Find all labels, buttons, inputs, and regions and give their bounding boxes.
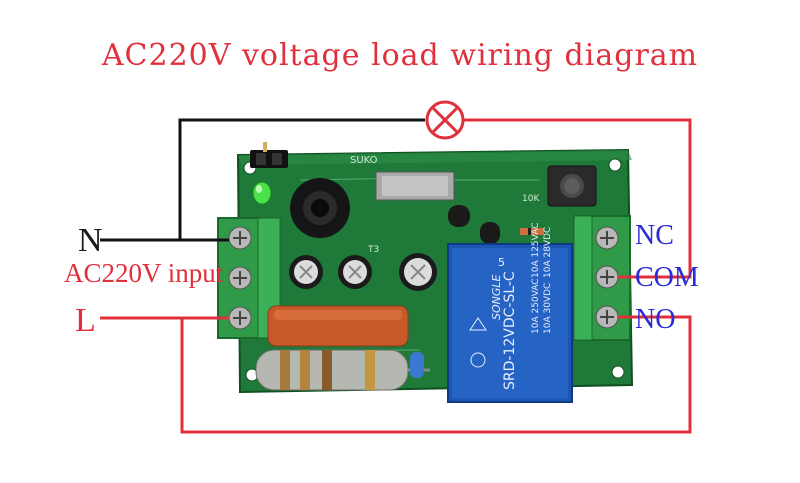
neutral-label: N — [78, 222, 103, 259]
rf-coil — [290, 178, 350, 238]
silk-top-text: SUKO — [350, 155, 378, 166]
transistors — [448, 205, 544, 244]
relay-model: SRD-12VDC-SL-C — [502, 271, 518, 390]
crystal-module: SUKO — [350, 155, 455, 201]
led-indicator — [252, 181, 272, 205]
learn-button: 10K — [522, 165, 597, 207]
power-resistor — [255, 349, 430, 391]
live-wire — [100, 118, 692, 434]
relay-rating-3: 10A 125VAC — [531, 222, 541, 278]
no-terminal-label: NO — [635, 304, 676, 335]
relay-rating-4: 10A 28VDC — [543, 227, 553, 278]
capacitors: T3 — [289, 245, 437, 291]
ac-input-label: AC220V input — [64, 258, 224, 288]
jumper-header — [250, 142, 288, 168]
relay-pin-mark: 5 — [498, 256, 505, 269]
small-resistor — [410, 352, 424, 378]
relay-rating-1: 10A 250VAC — [531, 278, 541, 334]
diagram-title: AC220V voltage load wiring diagram — [101, 38, 699, 73]
nc-terminal-label: NC — [635, 220, 674, 251]
lamp-icon — [425, 100, 465, 140]
relay: SRD-12VDC-SL-C 10A 250VAC 10A 30VDC 10A … — [447, 222, 573, 403]
neutral-wire — [100, 118, 425, 242]
film-capacitor — [267, 305, 409, 347]
com-terminal-label: COM — [635, 262, 699, 293]
silk-t3-text: T3 — [367, 245, 379, 255]
silk-key-text: 10K — [522, 194, 540, 204]
relay-rating-2: 10A 30VDC — [543, 283, 553, 334]
live-label: L — [75, 302, 96, 339]
relay-brand: SONGLE — [490, 274, 503, 320]
